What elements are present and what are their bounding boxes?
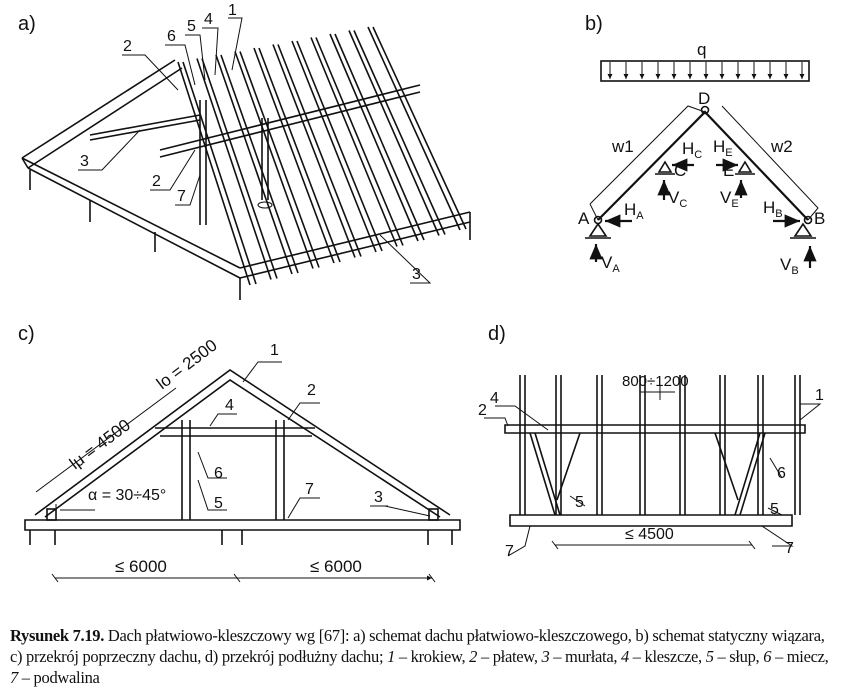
callout-2b: 2 (152, 173, 161, 190)
callout-3: 3 (80, 153, 89, 170)
rafter (258, 47, 341, 263)
legend-item: 5 – słup, (705, 647, 764, 666)
panel-a-roof-perspective: a) 2 6 5 4 1 3 2 7 3 (18, 2, 471, 300)
callout-6: 6 (214, 465, 223, 482)
callout-4: 4 (225, 397, 234, 414)
callout-1: 1 (270, 342, 279, 359)
legend-item: 4 – kleszcze, (621, 647, 706, 666)
figure-drawing: a) 2 6 5 4 1 3 2 7 3 b) q (18, 2, 825, 583)
callout-4: 4 (204, 11, 213, 28)
panel-b-static-scheme: b) q D A B C E w1 w2 HA VA HB VB (578, 13, 825, 277)
rafter (215, 54, 293, 275)
load-q-box (600, 60, 810, 82)
callout-5: 5 (575, 494, 584, 511)
reaction-VB: VB (780, 255, 799, 277)
rafter (182, 61, 257, 285)
rafter (253, 47, 335, 264)
caption-text: Dach płatwiowo-kleszczowy wg [67]: a) sc… (10, 626, 825, 666)
reaction-VE: VE (720, 188, 739, 210)
wind-w1: w1 (611, 137, 634, 156)
rafter (372, 26, 467, 230)
callout-5: 5 (214, 495, 223, 512)
legend-item: 6 – miecz, (763, 647, 829, 666)
legend-item: 3 – murłata, (541, 647, 621, 666)
rafter (315, 37, 404, 246)
panel-b-label: b) (585, 13, 603, 35)
callout-4: 4 (490, 390, 499, 407)
panel-d-longitudinal-section: d) 800÷1200 ≤ 4500 1 2 4 5 5 6 7 7 (478, 323, 824, 560)
rafter (277, 44, 362, 257)
span-d: ≤ 4500 (625, 526, 674, 543)
callout-2: 2 (307, 382, 316, 399)
rafter (220, 54, 299, 274)
span-right: ≤ 6000 (310, 557, 362, 576)
rafter (334, 33, 425, 241)
rafter (234, 51, 314, 269)
callout-7: 7 (305, 481, 314, 498)
rafter (239, 51, 320, 268)
node-D: D (698, 89, 710, 108)
rafter (348, 30, 440, 236)
legend-item: 7 – podwalina (10, 668, 100, 687)
rafter (196, 58, 272, 280)
load-arrows (607, 62, 805, 79)
callout-6: 6 (777, 465, 786, 482)
wind-w2: w2 (770, 137, 793, 156)
reaction-HC: HC (682, 139, 702, 161)
rafters (519, 375, 801, 515)
callout-1: 1 (228, 2, 237, 19)
angle-alpha: α = 30÷45° (88, 487, 166, 504)
callout-5: 5 (187, 18, 196, 35)
load-q-label: q (697, 40, 706, 59)
callout-2: 2 (478, 402, 487, 419)
callout-6: 6 (167, 28, 176, 45)
rafter (353, 30, 446, 235)
caption-title: Rysunek 7.19. (10, 626, 105, 645)
caption-legend: 1 – krokiew, 2 – płatew, 3 – murłata, 4 … (10, 647, 829, 687)
panel-d-label: d) (488, 323, 506, 345)
rafter (272, 44, 356, 258)
reaction-VC: VC (668, 188, 687, 210)
rafter (310, 37, 398, 247)
reaction-HE: HE (713, 137, 733, 159)
callout-5b: 5 (770, 501, 779, 518)
callout-3b: 3 (412, 266, 421, 283)
span-left: ≤ 6000 (115, 557, 167, 576)
callout-2: 2 (123, 38, 132, 55)
callout-3: 3 (374, 489, 383, 506)
rafter (291, 40, 377, 253)
callout-1: 1 (815, 387, 824, 404)
panel-a-callouts: 2 6 5 4 1 3 2 7 3 (78, 2, 432, 284)
reaction-HB: HB (763, 198, 783, 220)
rafter (329, 33, 419, 242)
rafter-spacing: 800÷1200 (622, 373, 689, 390)
rafter (201, 58, 278, 279)
legend-item: 2 – płatew, (469, 647, 542, 666)
panel-a-label: a) (18, 13, 36, 35)
callout-7b: 7 (785, 540, 794, 557)
legend-item: 1 – krokiew, (387, 647, 470, 666)
length-lu: lμ = 4500 (66, 415, 134, 473)
callout-7: 7 (177, 188, 186, 205)
rafter (367, 26, 461, 231)
figure-caption: Rysunek 7.19. Dach płatwiowo-kleszczowy … (10, 625, 840, 688)
node-A: A (578, 209, 590, 228)
rafter (296, 40, 383, 252)
node-C: C (674, 161, 686, 180)
panel-c-cross-section: c) 1 2 3 4 5 6 7 lμ = 4500 lo = 2500 α =… (18, 323, 461, 583)
panel-c-label: c) (18, 323, 35, 345)
node-B: B (814, 209, 825, 228)
rafter (177, 61, 251, 286)
callout-7: 7 (505, 543, 514, 560)
reaction-HA: HA (624, 200, 644, 222)
reaction-VA: VA (601, 253, 620, 275)
node-E: E (723, 161, 734, 180)
rafters (177, 26, 467, 286)
